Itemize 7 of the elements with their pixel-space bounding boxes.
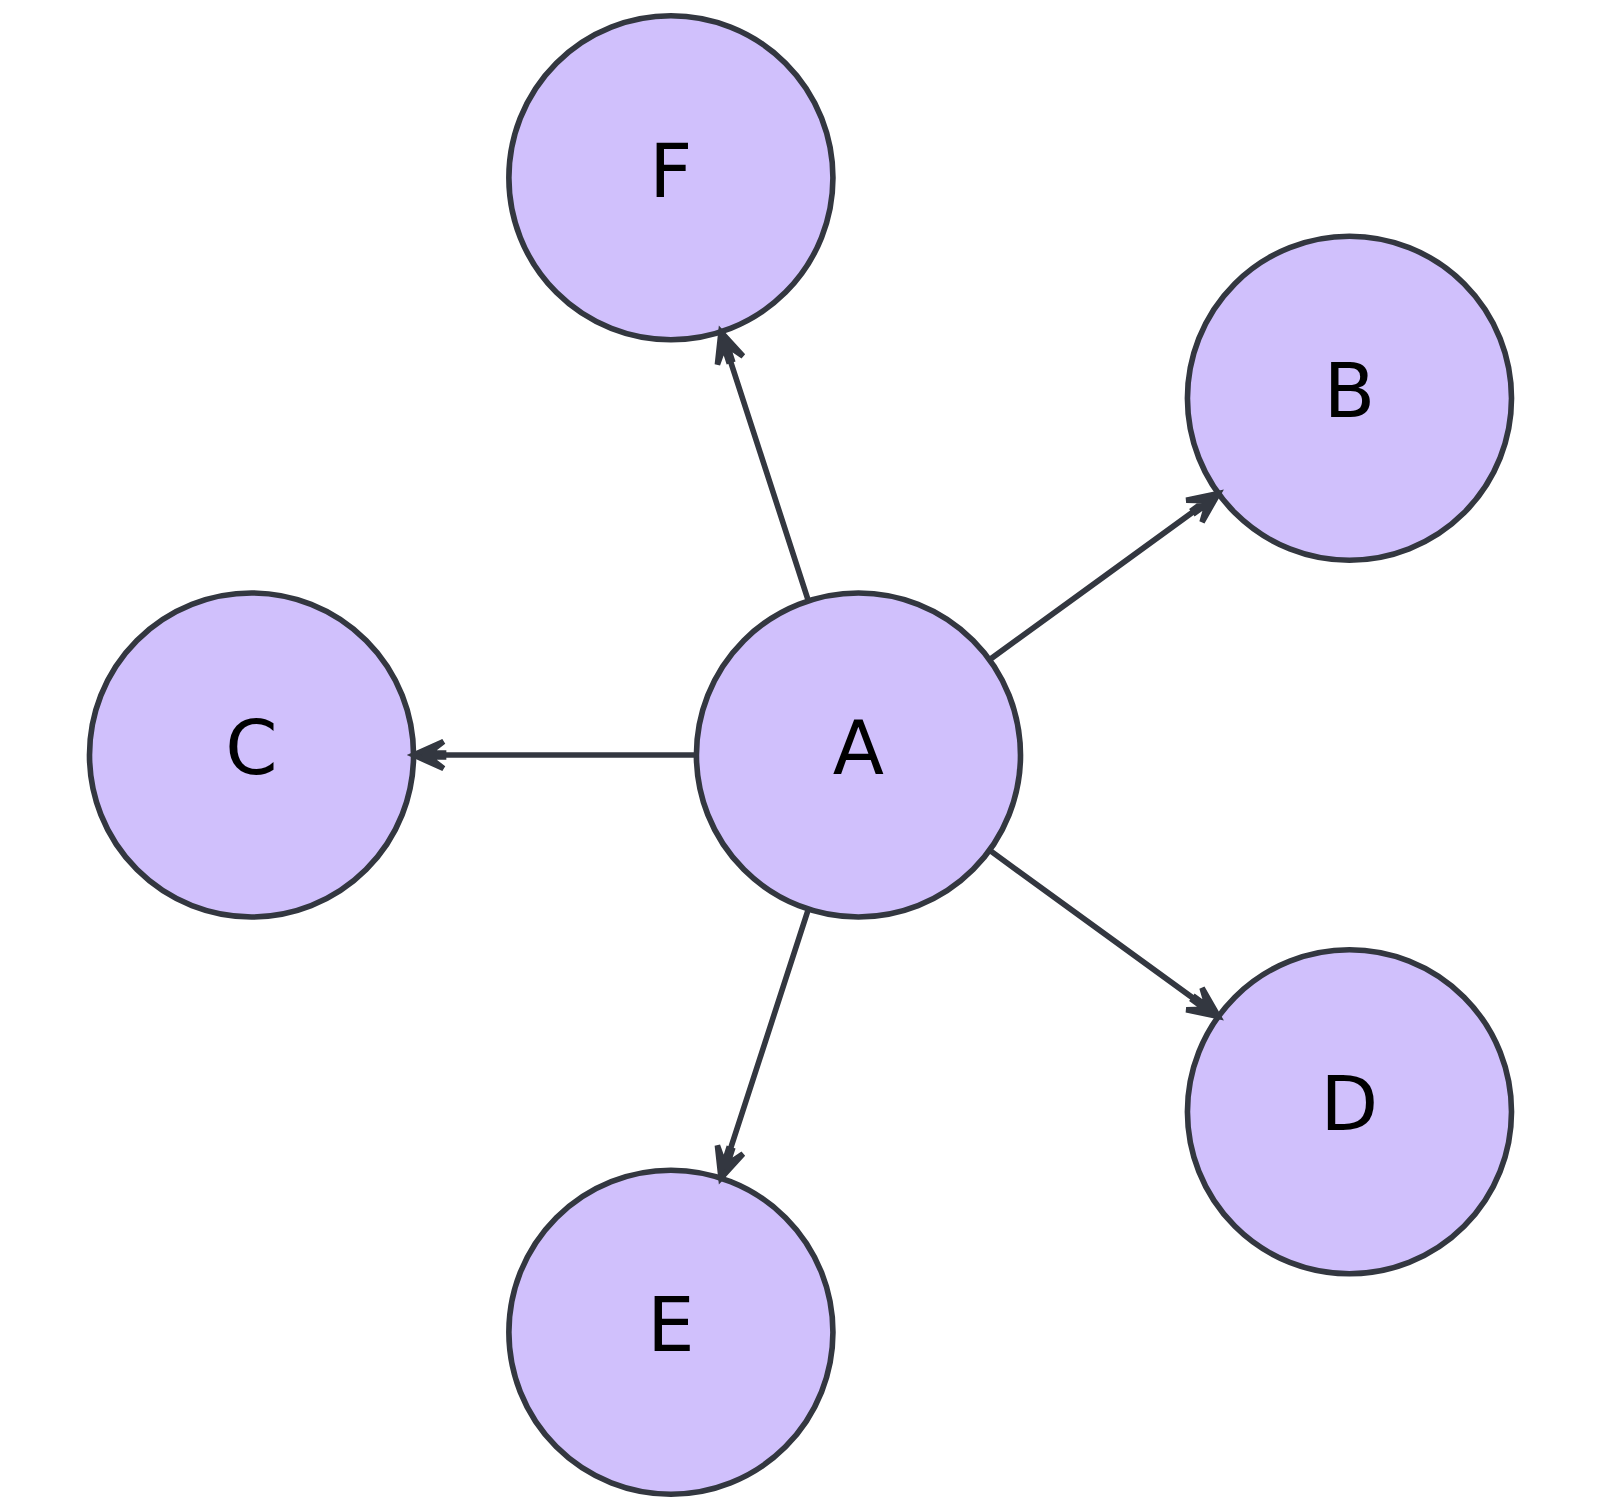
node-circle: A — [693, 590, 1023, 920]
node-circle: E — [505, 1167, 836, 1498]
arrow — [987, 490, 1221, 662]
arrow — [987, 848, 1221, 1020]
node-circle: F — [505, 12, 836, 343]
arrow — [410, 738, 696, 772]
node-circle: C — [86, 590, 416, 920]
